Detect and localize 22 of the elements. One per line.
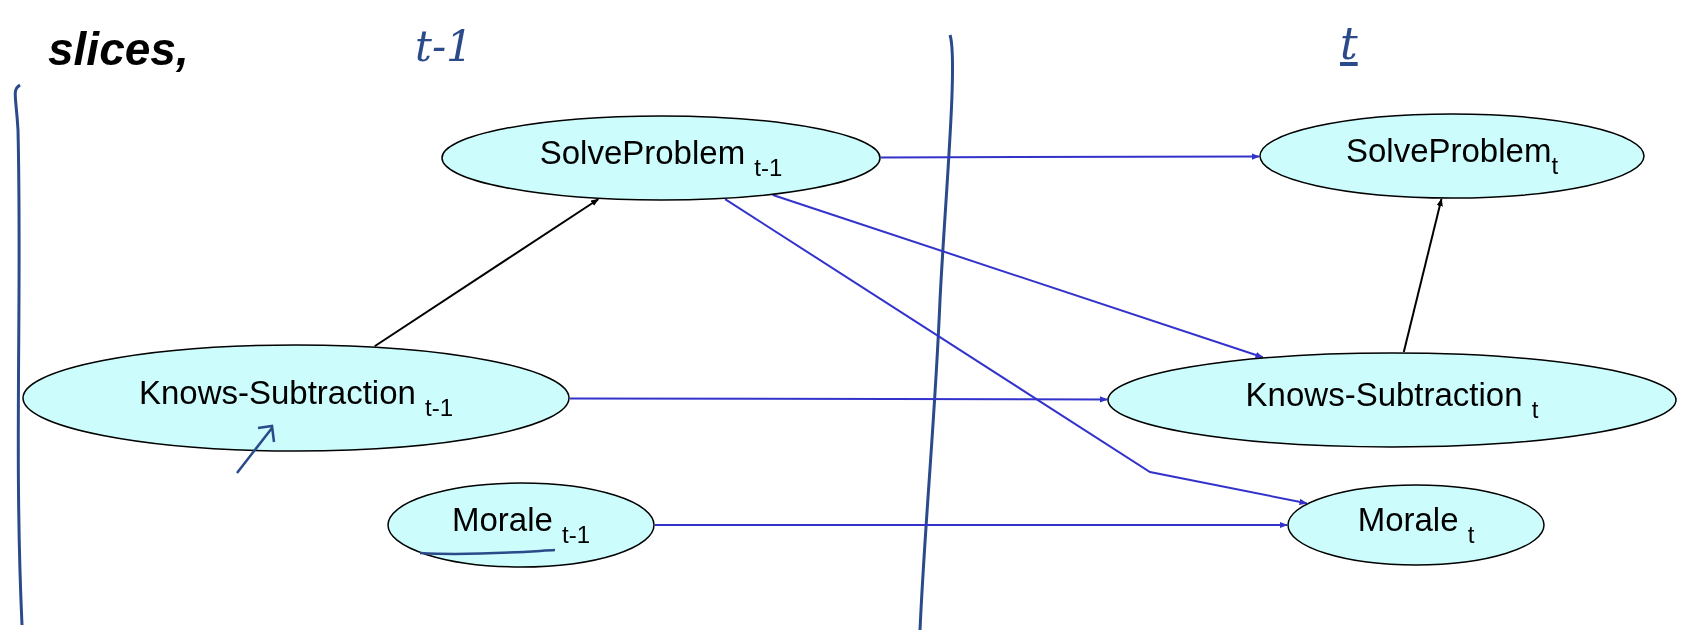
node-label: SolveProblem$_{t}$ xyxy=(1345,132,1559,180)
node-ellipse xyxy=(441,115,881,201)
arrow xyxy=(569,396,1108,403)
slice-label: t xyxy=(1340,18,1358,69)
node-ellipse xyxy=(1287,484,1545,566)
arrow xyxy=(880,153,1260,160)
heading-text: slices, xyxy=(48,22,189,76)
arrow xyxy=(771,194,1264,359)
node-label: Knows-Subtraction $_{t-1}$ xyxy=(138,374,454,422)
node-label: Morale $_{t-1}$ xyxy=(451,501,591,549)
arrow xyxy=(1402,197,1443,354)
arrow xyxy=(654,521,1288,529)
slice-label: t-1 xyxy=(415,22,473,71)
arrow xyxy=(373,198,600,348)
node-ellipse xyxy=(22,344,570,452)
node-label: Morale $_{t}$ xyxy=(1357,501,1475,549)
arrow xyxy=(724,198,1308,505)
node-ellipse xyxy=(387,482,655,568)
node-ellipse xyxy=(1107,352,1677,448)
node-ellipse xyxy=(1259,113,1645,199)
node-label: SolveProblem $_{t-1}$ xyxy=(539,134,783,182)
node-label: Knows-Subtraction $_{t}$ xyxy=(1245,376,1539,424)
